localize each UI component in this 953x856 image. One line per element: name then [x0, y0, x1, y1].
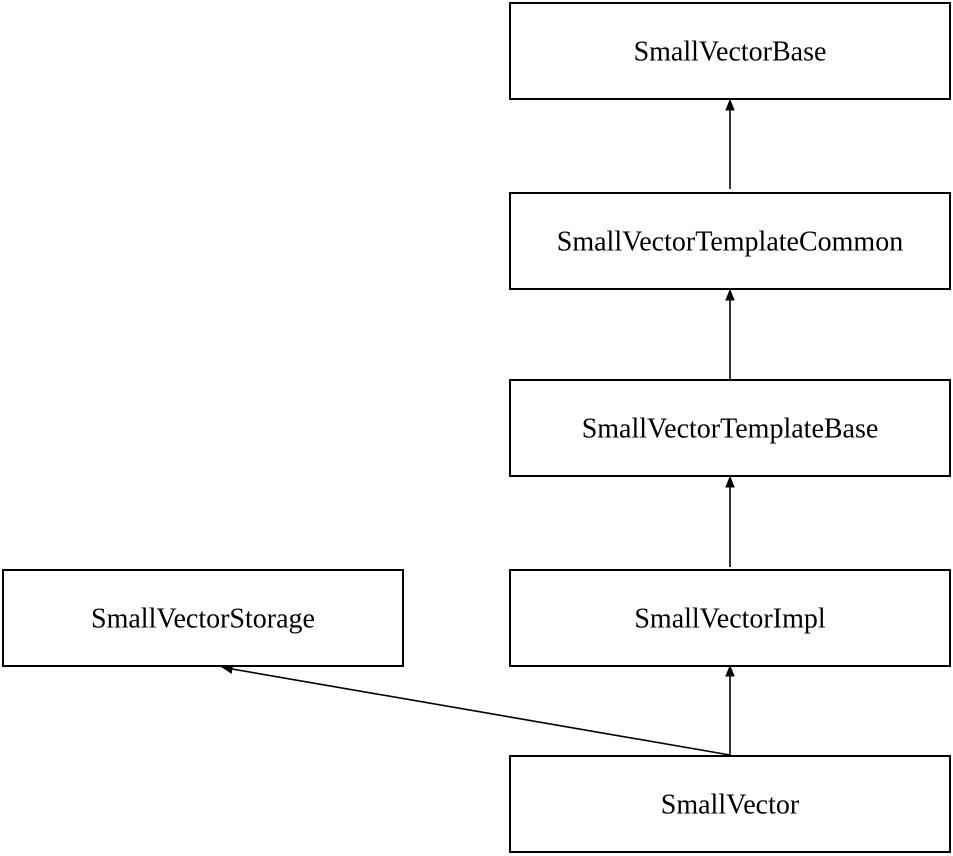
- node-label: SmallVectorTemplateCommon: [557, 227, 903, 258]
- node-box: [509, 379, 951, 477]
- node-label: SmallVectorImpl: [634, 604, 826, 635]
- arrowhead: [725, 664, 735, 677]
- node-small-vector-storage: SmallVectorStorage: [2, 569, 404, 667]
- node-box: [509, 2, 951, 100]
- node-label: SmallVectorStorage: [91, 604, 315, 635]
- node-small-vector: SmallVector: [509, 755, 951, 853]
- node-box: [509, 755, 951, 853]
- edge-template-base-to-template-common: [725, 288, 735, 379]
- node-label: SmallVectorBase: [634, 37, 827, 68]
- edge-impl-to-template-base: [725, 475, 735, 567]
- arrowhead: [725, 98, 735, 111]
- node-small-vector-template-common: SmallVectorTemplateCommon: [509, 192, 951, 290]
- edge-small-vector-to-impl: [725, 664, 735, 755]
- node-small-vector-base: SmallVectorBase: [509, 2, 951, 100]
- edge-small-vector-to-storage: [220, 664, 731, 756]
- node-box: [509, 569, 951, 667]
- node-box: [509, 192, 951, 290]
- edge-line: [231, 668, 731, 756]
- node-label: SmallVectorTemplateBase: [582, 414, 879, 445]
- node-label: SmallVector: [661, 790, 800, 821]
- node-small-vector-template-base: SmallVectorTemplateBase: [509, 379, 951, 477]
- arrowhead: [725, 288, 735, 301]
- node-small-vector-impl: SmallVectorImpl: [509, 569, 951, 667]
- edge-template-common-to-base: [725, 98, 735, 189]
- node-box: [2, 569, 404, 667]
- arrowhead: [725, 475, 735, 488]
